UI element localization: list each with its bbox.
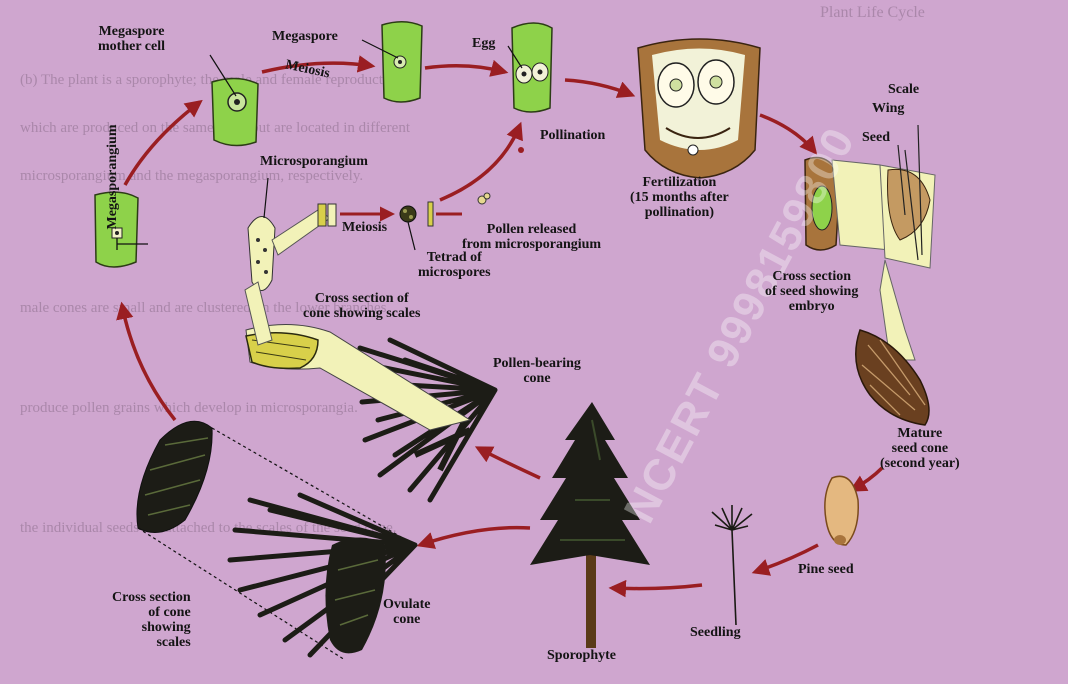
sporophyte-tree-drawing bbox=[530, 402, 650, 648]
label-meiosis-mid: Meiosis bbox=[342, 220, 387, 235]
label-cross-section-seed: Cross section of seed showing embryo bbox=[765, 269, 858, 314]
label-megaspore-mother-cell: Megaspore mother cell bbox=[98, 24, 165, 54]
megasporangium-drawing bbox=[95, 192, 148, 267]
label-scale: Scale bbox=[888, 82, 919, 97]
label-seedling: Seedling bbox=[690, 625, 741, 640]
label-sporophyte: Sporophyte bbox=[547, 648, 616, 663]
arrow-ovulate-to-megasporangium bbox=[122, 305, 175, 420]
label-microsporangium: Microsporangium bbox=[260, 154, 368, 169]
label-megaspore: Megaspore bbox=[272, 29, 338, 44]
label-pollen-released: Pollen released from microsporangium bbox=[462, 222, 601, 252]
arrow-megaspore-to-egg bbox=[425, 66, 505, 72]
label-wing: Wing bbox=[872, 101, 904, 116]
label-seed: Seed bbox=[862, 130, 890, 145]
label-tetrad: Tetrad of microspores bbox=[418, 250, 491, 280]
arrow-sporophyte-to-ovulate bbox=[420, 528, 530, 545]
megaspore-mother-cell-drawing bbox=[210, 55, 258, 146]
arrow-seedling-to-sporophyte bbox=[612, 585, 702, 589]
egg-drawing bbox=[508, 23, 552, 112]
arrow-megasporangium-to-mother-cell bbox=[125, 102, 200, 185]
megaspore-drawing bbox=[362, 22, 422, 102]
fertilization-drawing bbox=[638, 39, 760, 178]
label-cross-section-scales-bottom: Cross section of cone showing scales bbox=[112, 590, 191, 650]
seedling-drawing bbox=[712, 505, 752, 625]
label-pollination: Pollination bbox=[540, 128, 605, 143]
arrow-pollen-to-egg bbox=[440, 125, 520, 200]
label-pine-seed: Pine seed bbox=[798, 562, 854, 577]
label-ovulate-cone: Ovulate cone bbox=[383, 597, 430, 627]
pine-seed-drawing bbox=[825, 476, 858, 545]
arrow-sporophyte-to-pollencone bbox=[478, 448, 540, 478]
label-fertilization: Fertilization (15 months after pollinati… bbox=[630, 175, 729, 220]
arrow-seedcone-to-pineseed bbox=[852, 468, 882, 490]
arrow-egg-to-fertilization bbox=[565, 80, 632, 95]
label-mature-seed-cone: Mature seed cone (second year) bbox=[880, 426, 960, 471]
label-egg: Egg bbox=[472, 36, 495, 51]
label-pollen-bearing-cone: Pollen-bearing cone bbox=[493, 356, 581, 386]
label-megasporangium: Megasporangium bbox=[105, 102, 120, 252]
label-cross-section-scales-top: Cross section of cone showing scales bbox=[303, 291, 420, 321]
